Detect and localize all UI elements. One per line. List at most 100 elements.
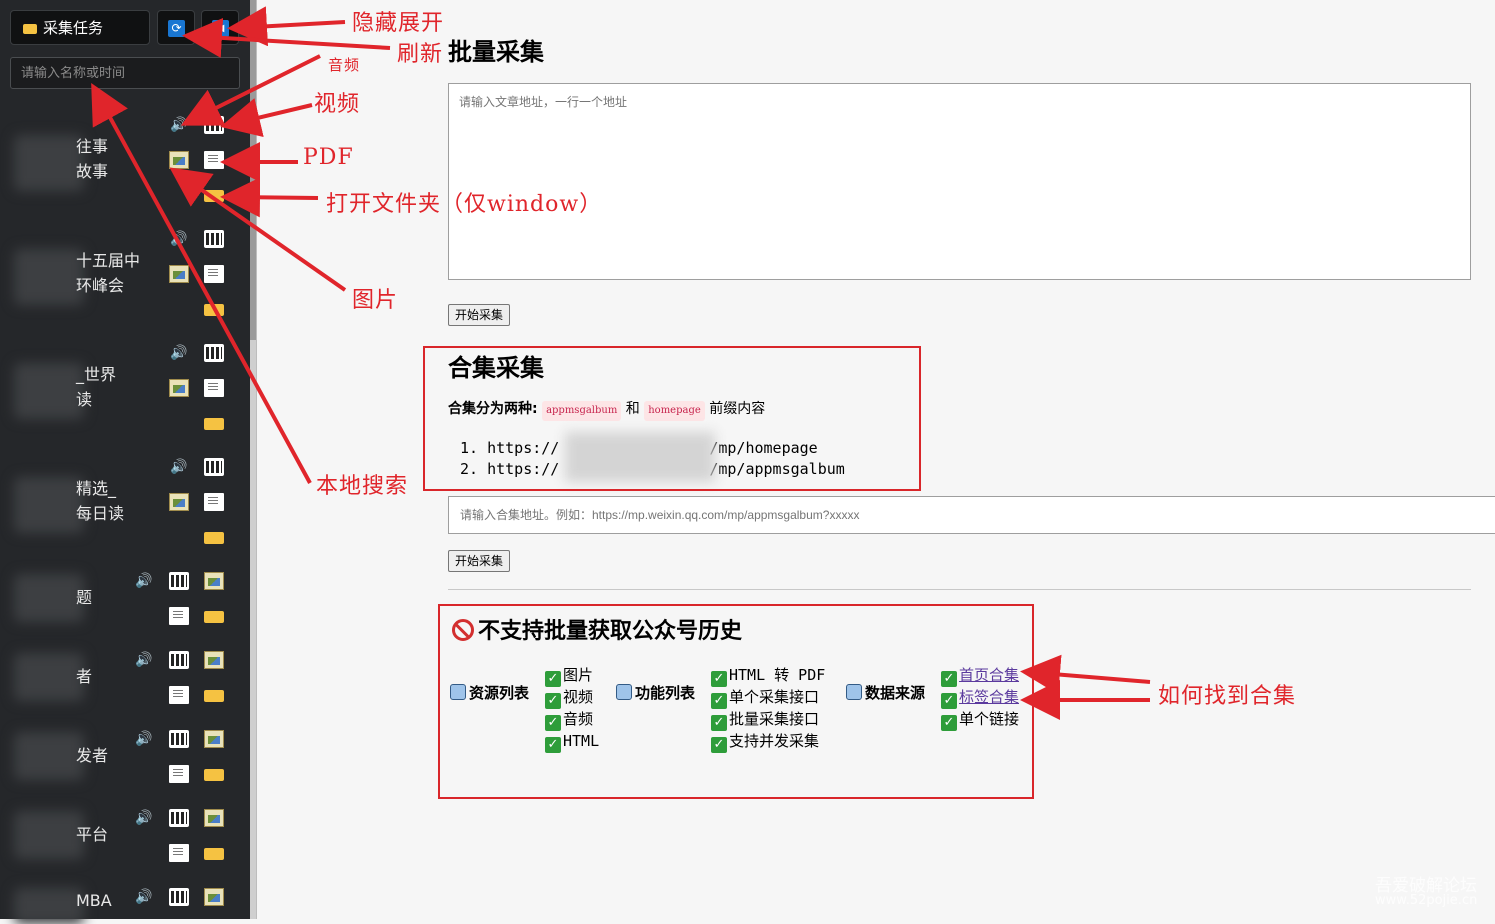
item-title-line2: 读 <box>76 390 93 409</box>
feature-item: ✓批量采集接口 <box>711 708 819 731</box>
cube-icon <box>450 684 466 700</box>
video-icon[interactable] <box>204 344 224 362</box>
video-icon[interactable] <box>169 651 189 669</box>
feature-item: ✓HTML 转 PDF <box>711 664 825 687</box>
item-title-line1: 精选_ <box>76 479 117 498</box>
album-url-item: 1. https:///mp/homepage <box>460 438 845 459</box>
album-intro: 合集分为两种: appmsgalbum 和 homepage 前缀内容 <box>448 398 765 421</box>
features-title: 功能列表 <box>616 682 695 703</box>
image-icon[interactable] <box>204 809 224 827</box>
sidebar-scrollbar[interactable] <box>250 0 256 919</box>
avatar <box>14 888 84 924</box>
watermark-url: www.52pojie.cn <box>1375 893 1478 908</box>
prefix-homepage: homepage <box>644 401 705 421</box>
pdf-icon[interactable] <box>169 844 189 862</box>
image-icon[interactable] <box>204 572 224 590</box>
collect-tasks-button[interactable]: 采集任务 <box>10 10 150 45</box>
audio-icon[interactable]: 🔊 <box>170 345 188 361</box>
watermark: 吾爱破解论坛 <box>1375 876 1477 896</box>
no-bulk-title: 不支持批量获取公众号历史 <box>478 619 743 644</box>
avatar <box>14 574 84 622</box>
open-folder-icon[interactable] <box>204 769 224 781</box>
audio-icon[interactable]: 🔊 <box>135 573 153 589</box>
audio-icon[interactable]: 🔊 <box>135 731 153 747</box>
prefix-suffix: 前缀内容 <box>709 401 766 417</box>
check-icon: ✓ <box>711 715 727 731</box>
feature-item: ✓单个采集接口 <box>711 686 819 709</box>
avatar <box>14 249 84 305</box>
prefix-appmsgalbum: appmsgalbum <box>542 401 622 421</box>
open-folder-icon[interactable] <box>204 690 224 702</box>
open-folder-icon[interactable] <box>204 611 224 623</box>
pdf-icon[interactable] <box>169 607 189 625</box>
album-url-list: 1. https:///mp/homepage 2. https:///mp/a… <box>460 438 845 480</box>
item-title-line1: 平台 <box>76 825 109 844</box>
video-icon[interactable] <box>169 572 189 590</box>
open-folder-icon[interactable] <box>204 418 224 430</box>
pdf-icon[interactable] <box>204 493 224 511</box>
cube-icon <box>846 684 862 700</box>
start-batch-button[interactable]: 开始采集 <box>448 304 511 326</box>
video-icon[interactable] <box>169 888 189 906</box>
avatar <box>14 653 84 701</box>
image-icon[interactable] <box>204 730 224 748</box>
article-urls-textarea[interactable] <box>448 83 1471 280</box>
check-icon: ✓ <box>545 671 561 687</box>
audio-icon[interactable]: 🔊 <box>170 459 188 475</box>
pdf-icon[interactable] <box>169 765 189 783</box>
image-icon[interactable] <box>169 379 189 397</box>
check-icon: ✓ <box>711 693 727 709</box>
avatar <box>14 732 84 780</box>
pdf-icon[interactable] <box>204 379 224 397</box>
item-title-line1: 十五届中 <box>76 251 141 270</box>
item-title-line1: 者 <box>76 667 93 686</box>
avatar <box>14 363 84 419</box>
check-icon: ✓ <box>545 737 561 753</box>
image-icon[interactable] <box>204 888 224 906</box>
cube-icon <box>616 684 632 700</box>
resource-label: HTML <box>563 732 600 750</box>
audio-icon[interactable]: 🔊 <box>135 810 153 826</box>
no-bulk-heading: 不支持批量获取公众号历史 <box>452 613 742 645</box>
video-icon[interactable] <box>204 458 224 476</box>
resource-item: ✓音频 <box>545 708 593 731</box>
annotation-image: 图片 <box>352 288 399 313</box>
url-start: 2. https:// <box>460 460 560 478</box>
audio-icon[interactable]: 🔊 <box>135 652 153 668</box>
album-intro-label: 合集分为两种: <box>448 401 538 417</box>
feature-label: 批量采集接口 <box>729 710 820 728</box>
prohibited-icon <box>452 619 474 641</box>
item-title-line1: 往事 <box>76 137 109 156</box>
audio-icon[interactable]: 🔊 <box>135 889 153 905</box>
sources-title: 数据来源 <box>846 682 925 703</box>
check-icon: ✓ <box>711 737 727 753</box>
source-item: ✓标签合集 <box>941 686 1019 709</box>
avatar <box>14 477 84 533</box>
open-folder-icon[interactable] <box>204 532 224 544</box>
video-icon[interactable] <box>169 809 189 827</box>
item-title-line1: _世界 <box>76 365 117 384</box>
annotation-audio: 音频 <box>328 56 361 74</box>
pdf-icon[interactable] <box>204 265 224 283</box>
image-icon[interactable] <box>169 265 189 283</box>
image-icon[interactable] <box>169 493 189 511</box>
collect-tasks-label: 采集任务 <box>43 19 104 37</box>
album-url-input[interactable] <box>448 496 1495 534</box>
pdf-icon[interactable] <box>169 686 189 704</box>
batch-collect-title: 批量采集 <box>448 38 544 66</box>
tag-album-link[interactable]: 标签合集 <box>959 688 1020 706</box>
video-icon[interactable] <box>169 730 189 748</box>
and-text: 和 <box>625 401 640 417</box>
annotation-how-find-album: 如何找到合集 <box>1158 684 1297 709</box>
start-album-button[interactable]: 开始采集 <box>448 550 511 572</box>
annotation-video: 视频 <box>314 92 361 117</box>
check-icon: ✓ <box>545 693 561 709</box>
open-folder-icon[interactable] <box>204 848 224 860</box>
pdf-icon[interactable] <box>204 151 224 169</box>
video-icon[interactable] <box>204 230 224 248</box>
check-icon: ✓ <box>941 671 957 687</box>
resource-item: ✓视频 <box>545 686 593 709</box>
homepage-album-link[interactable]: 首页合集 <box>959 666 1020 684</box>
avatar <box>14 811 84 859</box>
image-icon[interactable] <box>204 651 224 669</box>
